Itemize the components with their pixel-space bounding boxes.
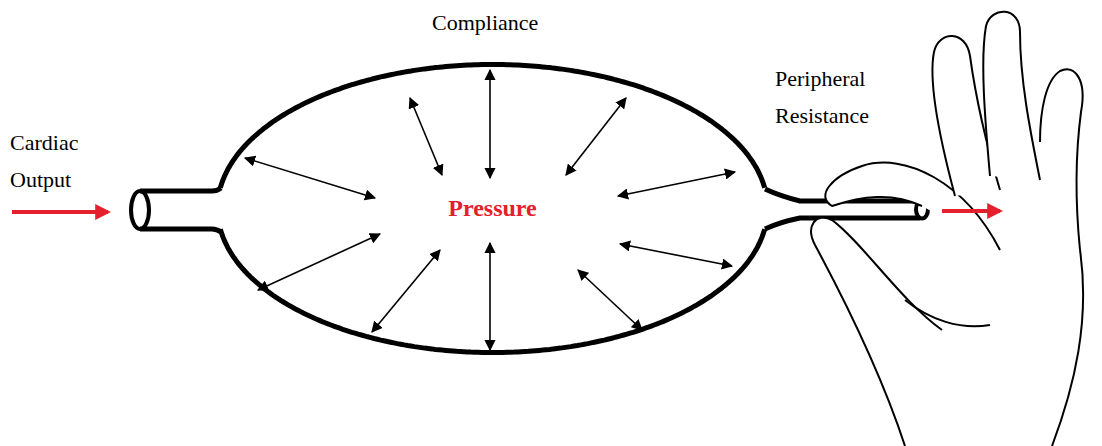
balloon-wall (220, 65, 764, 188)
inlet-tube (131, 188, 221, 232)
peripheral-resistance-label: Peripheral Resistance (775, 60, 900, 134)
force-arrows (245, 70, 735, 350)
balloon-wall (220, 229, 764, 352)
vessel-balloon: Pressure (215, 62, 770, 355)
cardiac-output-label: Cardiac Output (10, 124, 105, 198)
compliance-label: Compliance (432, 4, 592, 41)
pressure-label: Pressure (448, 195, 536, 222)
